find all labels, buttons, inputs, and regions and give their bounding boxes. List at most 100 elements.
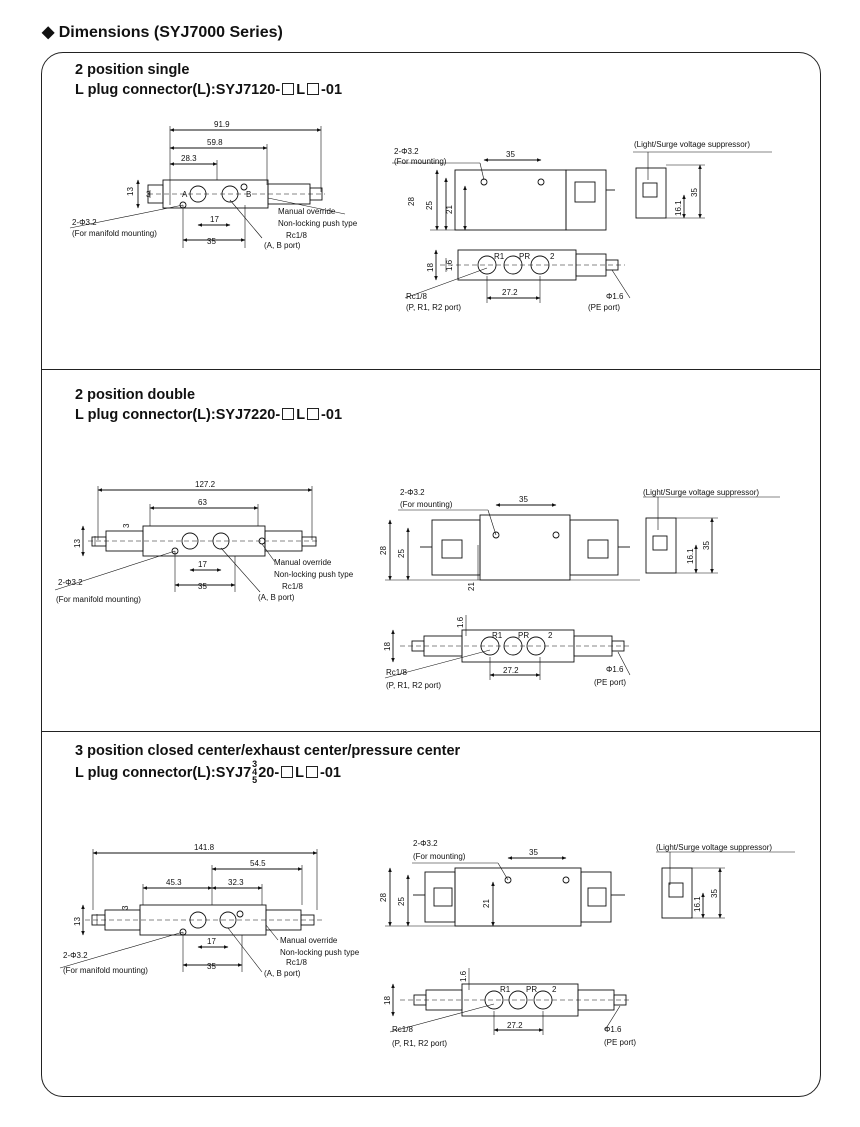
s2-bottom-view [384,615,631,680]
dimension-label: 1.6 [459,970,468,982]
dimension-label: 32.3 [228,878,244,887]
dimensions-frame [41,52,821,1097]
dimension-label: 16.1 [674,200,683,216]
dimension-label: 2 [548,631,553,640]
dimension-label: B [246,190,251,199]
dimension-label: 2-Φ3.2 [400,488,425,497]
dimension-label: 21 [482,899,491,908]
dimension-label: (For manifold mounting) [72,229,157,238]
dimension-label: 17 [210,215,219,224]
dimension-label: (A, B port) [264,241,301,250]
dimension-label: (PE port) [604,1038,636,1047]
s2-top-view [385,503,640,581]
dimension-label: 13 [73,539,82,548]
dimension-label: 13 [73,917,82,926]
dimension-label: 54.5 [250,859,266,868]
dimension-label: 45.3 [166,878,182,887]
dimension-label: R1 [494,252,505,261]
dimension-label: Manual override [278,207,336,216]
dimension-label: 63 [198,498,207,507]
dimension-label: R1 [492,631,503,640]
dimension-label: 2-Φ3.2 [72,218,97,227]
dimension-label: (For mounting) [413,852,466,861]
dimension-label: Rc1/8 [282,582,303,591]
dimension-label: 59.8 [207,138,223,147]
dimension-label: (P, R1, R2 port) [386,681,441,690]
s2-front-view [54,486,320,593]
dimension-label: 91.9 [214,120,230,129]
dimension-label: Rc1/8 [286,231,307,240]
dimension-label: Rc1/8 [406,292,427,301]
dimension-label: (Light/Surge voltage suppressor) [643,488,759,497]
dimension-label: 2-Φ3.2 [63,951,88,960]
dimension-label: 25 [425,201,434,210]
s1-labels: 91.9 59.8 28.3 13 3 17 35 A B 2-Φ3.2 (Fo… [72,120,750,312]
s2-suppressor-view [643,496,780,574]
dimension-label: 16.1 [693,896,702,912]
section-divider [41,369,821,370]
dimension-label: (PE port) [588,303,620,312]
dimension-label: 27.2 [507,1021,523,1030]
s1-suppressor-view [633,151,772,219]
dimension-label: 18 [383,642,392,651]
dimension-label: 141.8 [194,843,215,852]
dimension-label: (P, R1, R2 port) [406,303,461,312]
dimension-label: 127.2 [195,480,216,489]
s3-suppressor-view [656,851,795,919]
dimension-label: PR [518,631,529,640]
dimension-label: 28 [379,893,388,902]
dimension-label: (For mounting) [394,157,447,166]
dimension-label: (For manifold mounting) [63,966,148,975]
dimension-label: 28 [407,197,416,206]
dimension-label: 27.2 [502,288,518,297]
dimension-label: 35 [529,848,538,857]
dimension-label: 35 [710,889,719,898]
dimension-label: 2-Φ3.2 [394,147,419,156]
dimension-label: 2-Φ3.2 [413,839,438,848]
dimension-label: 35 [506,150,515,159]
dimension-label: Rc1/8 [386,668,407,677]
dimension-label: 3 [122,523,131,528]
dimension-label: Rc1/8 [392,1025,413,1034]
section-2-title: 2 position double L plug connector(L):SY… [75,387,343,423]
s1-front-view [69,126,346,248]
dimension-label: (For mounting) [400,500,453,509]
section-3-title: 3 position closed center/exhaust center/… [75,743,461,785]
dimension-label: (A, B port) [258,593,295,602]
dimension-label: 35 [519,495,528,504]
dimension-label: 35 [207,962,216,971]
dimension-label: 21 [467,582,476,591]
dimension-label: 1.6 [445,259,454,271]
dimension-label: (Light/Surge voltage suppressor) [634,140,750,149]
s3-bottom-view [389,968,632,1035]
dimension-label: 28.3 [181,154,197,163]
dimension-label: A [182,190,188,199]
dimension-label: 28 [379,546,388,555]
dimension-label: PR [519,252,530,261]
page-title: ◆ Dimensions (SYJ7000 Series) [42,24,283,41]
s3-front-view [59,849,322,973]
dimension-label: (P, R1, R2 port) [392,1039,447,1048]
dimension-label: (PE port) [594,678,626,687]
dimension-label: Manual override [274,558,332,567]
section-divider [41,731,821,732]
dimension-label: 3 [121,905,130,910]
dimension-label: Φ1.6 [606,665,624,674]
dimension-label: Φ1.6 [604,1025,622,1034]
dimension-label: 25 [397,549,406,558]
dimension-label: 2-Φ3.2 [58,578,83,587]
dimension-label: PR [526,985,537,994]
dimension-label: (For manifold mounting) [56,595,141,604]
dimension-label: 27.2 [503,666,519,675]
dimension-label: 16.1 [686,548,695,564]
dimension-label: Non-locking push type [278,219,358,228]
dimension-label: 17 [198,560,207,569]
dimension-label: 35 [690,188,699,197]
s3-top-view [385,856,625,927]
dimension-label: (A, B port) [264,969,301,978]
dimension-label: 13 [126,187,135,196]
dimension-label: (Light/Surge voltage suppressor) [656,843,772,852]
dimension-label: Non-locking push type [274,570,354,579]
dimension-label: 1.6 [456,616,465,628]
